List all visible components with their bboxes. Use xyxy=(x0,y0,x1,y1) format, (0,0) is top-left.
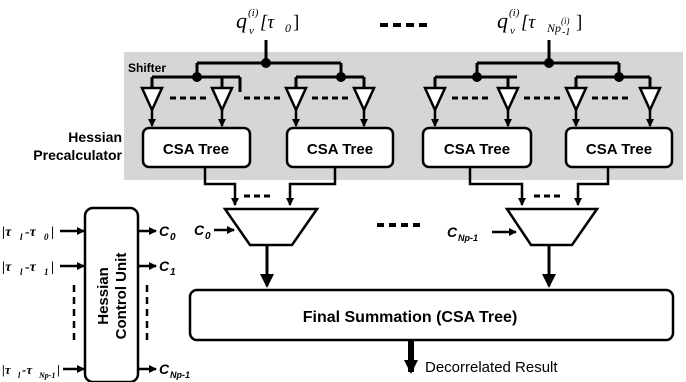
svg-text:-τ: -τ xyxy=(25,260,37,275)
mux-left-select: C 0 xyxy=(194,222,235,242)
shifter-buffers xyxy=(140,86,662,114)
svg-text:C: C xyxy=(194,222,205,238)
svg-text:|: | xyxy=(51,225,54,240)
buffer-icon xyxy=(423,86,447,114)
svg-text:Np-1: Np-1 xyxy=(38,371,55,380)
svg-text:l: l xyxy=(20,267,23,277)
svg-text:C: C xyxy=(159,223,170,239)
control-input-0: |τ l -τ 0 | xyxy=(2,225,85,242)
left-input-bus xyxy=(150,40,366,92)
svg-text:(i): (i) xyxy=(248,7,259,19)
svg-text:]: ] xyxy=(293,12,299,33)
svg-text:-τ: -τ xyxy=(25,225,37,240)
control-input-2: |τ l -τ Np-1 | xyxy=(2,362,85,380)
svg-text:[τ: [τ xyxy=(260,12,275,33)
svg-text:(i): (i) xyxy=(509,7,520,19)
buffer-icon xyxy=(284,86,308,114)
svg-text:|: | xyxy=(57,362,60,377)
csa-tree-block-1: CSA Tree xyxy=(141,126,252,169)
svg-text:|τ: |τ xyxy=(2,362,12,377)
control-output-1: C 1 xyxy=(138,258,176,278)
svg-text:C: C xyxy=(159,258,170,274)
svg-text:C: C xyxy=(447,224,458,240)
svg-text:-1: -1 xyxy=(562,27,570,38)
svg-text:q: q xyxy=(497,8,508,33)
svg-text:|: | xyxy=(51,260,54,275)
svg-text:-τ: -τ xyxy=(22,362,33,377)
buffer-icon xyxy=(496,86,520,114)
mux-right-select: C Np-1 xyxy=(447,224,517,243)
control-input-1: |τ l -τ 1 | xyxy=(2,260,85,277)
shifter-label: Shifter xyxy=(128,61,166,75)
svg-text:[τ: [τ xyxy=(521,12,536,33)
svg-text:1: 1 xyxy=(44,267,49,277)
csa-tree-block-3: CSA Tree xyxy=(421,126,533,169)
svg-text:CSA Tree: CSA Tree xyxy=(307,141,373,158)
buffer-icon xyxy=(638,86,662,114)
buffer-icon xyxy=(564,86,588,114)
csa-tree-block-2: CSA Tree xyxy=(285,126,395,169)
svg-text:Np-1: Np-1 xyxy=(170,370,190,380)
control-output-2: C Np-1 xyxy=(138,361,190,380)
final-summation-block: Final Summation (CSA Tree) xyxy=(188,288,675,342)
buffer-icon xyxy=(352,86,376,114)
svg-text:0: 0 xyxy=(170,232,176,243)
svg-text:l: l xyxy=(18,371,21,380)
svg-text:q: q xyxy=(236,8,247,33)
buffer-icon xyxy=(140,86,164,114)
input-right-label: q (i) v [τ Np (i) -1 ] xyxy=(497,7,582,38)
svg-text:0: 0 xyxy=(205,231,211,242)
svg-text:1: 1 xyxy=(170,267,176,278)
svg-text:C: C xyxy=(159,361,170,377)
svg-text:Np: Np xyxy=(546,21,561,35)
svg-text:CSA Tree: CSA Tree xyxy=(444,141,510,158)
svg-text:Np-1: Np-1 xyxy=(458,233,478,243)
svg-text:l: l xyxy=(20,232,23,242)
svg-text:0: 0 xyxy=(285,21,291,35)
buffer-to-csa-wires xyxy=(148,110,654,127)
svg-text:|τ: |τ xyxy=(2,260,12,275)
csa-to-mux-wires xyxy=(203,167,610,206)
buffer-icon xyxy=(210,86,234,114)
svg-text:CSA Tree: CSA Tree xyxy=(586,141,652,158)
svg-text:Hessian: Hessian xyxy=(95,267,112,325)
svg-text:]: ] xyxy=(576,12,582,33)
mux-left-icon xyxy=(222,207,320,247)
svg-text:Control Unit: Control Unit xyxy=(113,253,130,340)
svg-text:(i): (i) xyxy=(561,16,570,26)
output-label: Decorrelated Result xyxy=(425,359,558,376)
hessian-control-unit: Hessian Control Unit xyxy=(83,206,140,382)
right-input-bus xyxy=(433,40,652,88)
control-output-0: C 0 xyxy=(138,223,176,243)
svg-text:CSA Tree: CSA Tree xyxy=(163,141,229,158)
precalculator-label-line1: Hessian xyxy=(68,129,122,145)
svg-text:v: v xyxy=(249,25,254,37)
csa-tree-block-4: CSA Tree xyxy=(564,126,674,169)
input-left-label: q (i) v [τ 0 ] xyxy=(236,7,299,37)
svg-text:v: v xyxy=(510,25,515,37)
svg-text:|τ: |τ xyxy=(2,225,12,240)
svg-text:Final Summation (CSA Tree): Final Summation (CSA Tree) xyxy=(303,309,518,326)
precalculator-label-line2: Precalculator xyxy=(33,147,122,163)
mux-right-icon xyxy=(504,207,600,247)
svg-text:0: 0 xyxy=(44,232,49,242)
